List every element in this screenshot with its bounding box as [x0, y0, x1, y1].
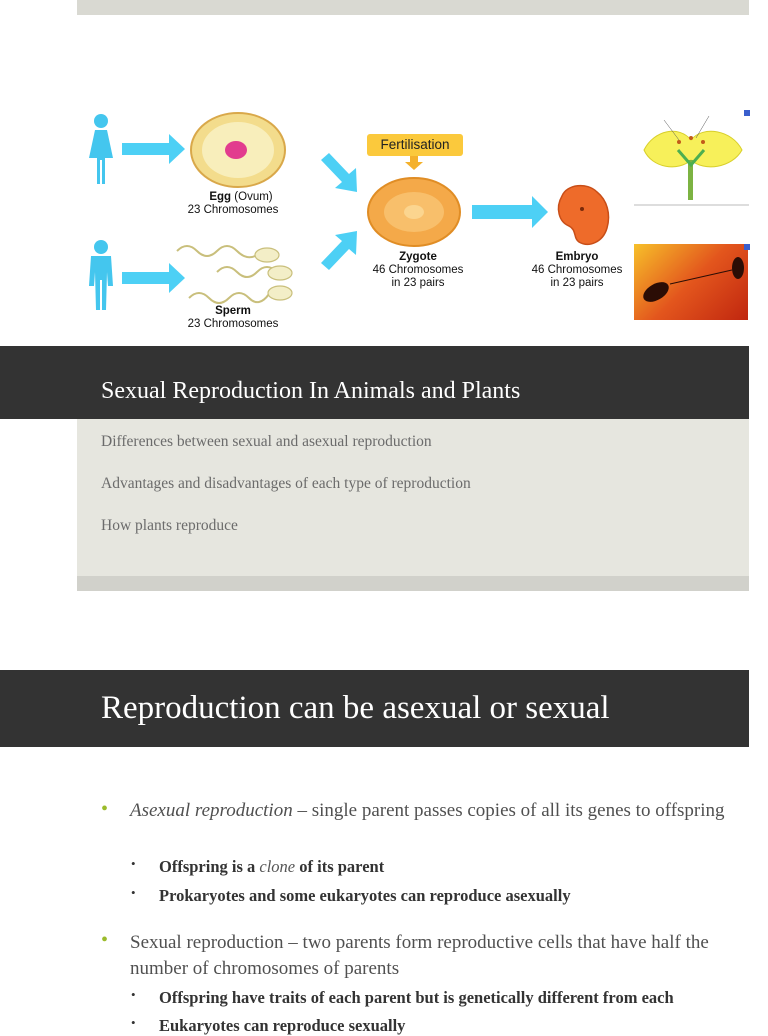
slide1-body: [77, 419, 749, 576]
sub-bullet-icon: •: [131, 885, 136, 900]
sub-bullet-eukaryotes: Eukaryotes can reproduce sexually: [159, 1016, 406, 1035]
flower-image: [634, 110, 748, 204]
top-slide-footer-band: [77, 0, 749, 15]
diagram-graphics: [89, 112, 749, 310]
bullet-asexual: Asexual reproduction – single parent pas…: [130, 800, 725, 821]
sub-bullet-clone: Offspring is a clone of its parent: [159, 857, 385, 876]
slide1-title-bar: [0, 346, 749, 419]
slide1-item: Advantages and disadvantages of each typ…: [101, 475, 471, 492]
egg-label: Egg (Ovum): [209, 191, 273, 203]
arrow-zygote-to-embryo: [472, 196, 548, 228]
egg-cell: [190, 112, 286, 188]
bullet-sexual: Sexual reproduction – two parents form r…: [130, 932, 709, 979]
embryo-shape: [557, 184, 610, 246]
slide2-title-bar: [0, 670, 749, 747]
image-badge-icon: [744, 244, 750, 250]
bullet-icon: •: [101, 929, 109, 951]
sperm-chromosomes: 23 Chromosomes: [187, 318, 279, 330]
arrow-sperm-to-zygote: [321, 231, 357, 270]
sperm-cells: [176, 245, 293, 304]
zygote-cell: [367, 177, 461, 247]
slide1-title: Sexual Reproduction In Animals and Plant…: [101, 378, 521, 404]
zygote-chromosomes: 46 Chromosomes: [372, 264, 464, 276]
sub-bullet-prokaryotes: Prokaryotes and some eukaryotes can repr…: [159, 886, 571, 905]
slide1-item: Differences between sexual and asexual r…: [101, 433, 432, 450]
fertilisation-label: Fertilisation: [367, 134, 463, 156]
arrow-egg-to-zygote: [321, 153, 357, 192]
slide2-title: Reproduction can be asexual or sexual: [101, 690, 610, 726]
zygote-label: Zygote: [399, 251, 437, 263]
female-figure-icon: [89, 114, 113, 184]
slide1-item: How plants reproduce: [101, 517, 238, 534]
sub-bullet-traits: Offspring have traits of each parent but…: [159, 988, 674, 1007]
embryo-label: Embryo: [555, 251, 599, 263]
arrow-to-egg: [122, 134, 185, 164]
sub-bullet-icon: •: [131, 987, 136, 1002]
slide1-footer-band: [77, 576, 749, 591]
sub-bullet-icon: •: [131, 856, 136, 871]
embryo-chromosomes: 46 Chromosomes: [531, 264, 623, 276]
micrograph-image: [634, 244, 748, 320]
arrow-to-sperm: [122, 263, 185, 293]
embryo-pairs: in 23 pairs: [550, 277, 604, 289]
male-figure-icon: [89, 240, 113, 310]
image-badge-icon: [744, 110, 750, 116]
cell-micrograph-icon: [643, 257, 744, 302]
sperm-label: Sperm: [215, 305, 251, 317]
reproduction-diagram: Egg (Ovum) 23 Chromosomes Sperm 23 Chrom…: [77, 96, 750, 346]
flower-icon: [643, 115, 743, 200]
sub-bullet-icon: •: [131, 1015, 136, 1030]
zygote-pairs: in 23 pairs: [391, 277, 445, 289]
egg-chromosomes: 23 Chromosomes: [187, 204, 279, 216]
bullet-icon: •: [101, 798, 109, 820]
